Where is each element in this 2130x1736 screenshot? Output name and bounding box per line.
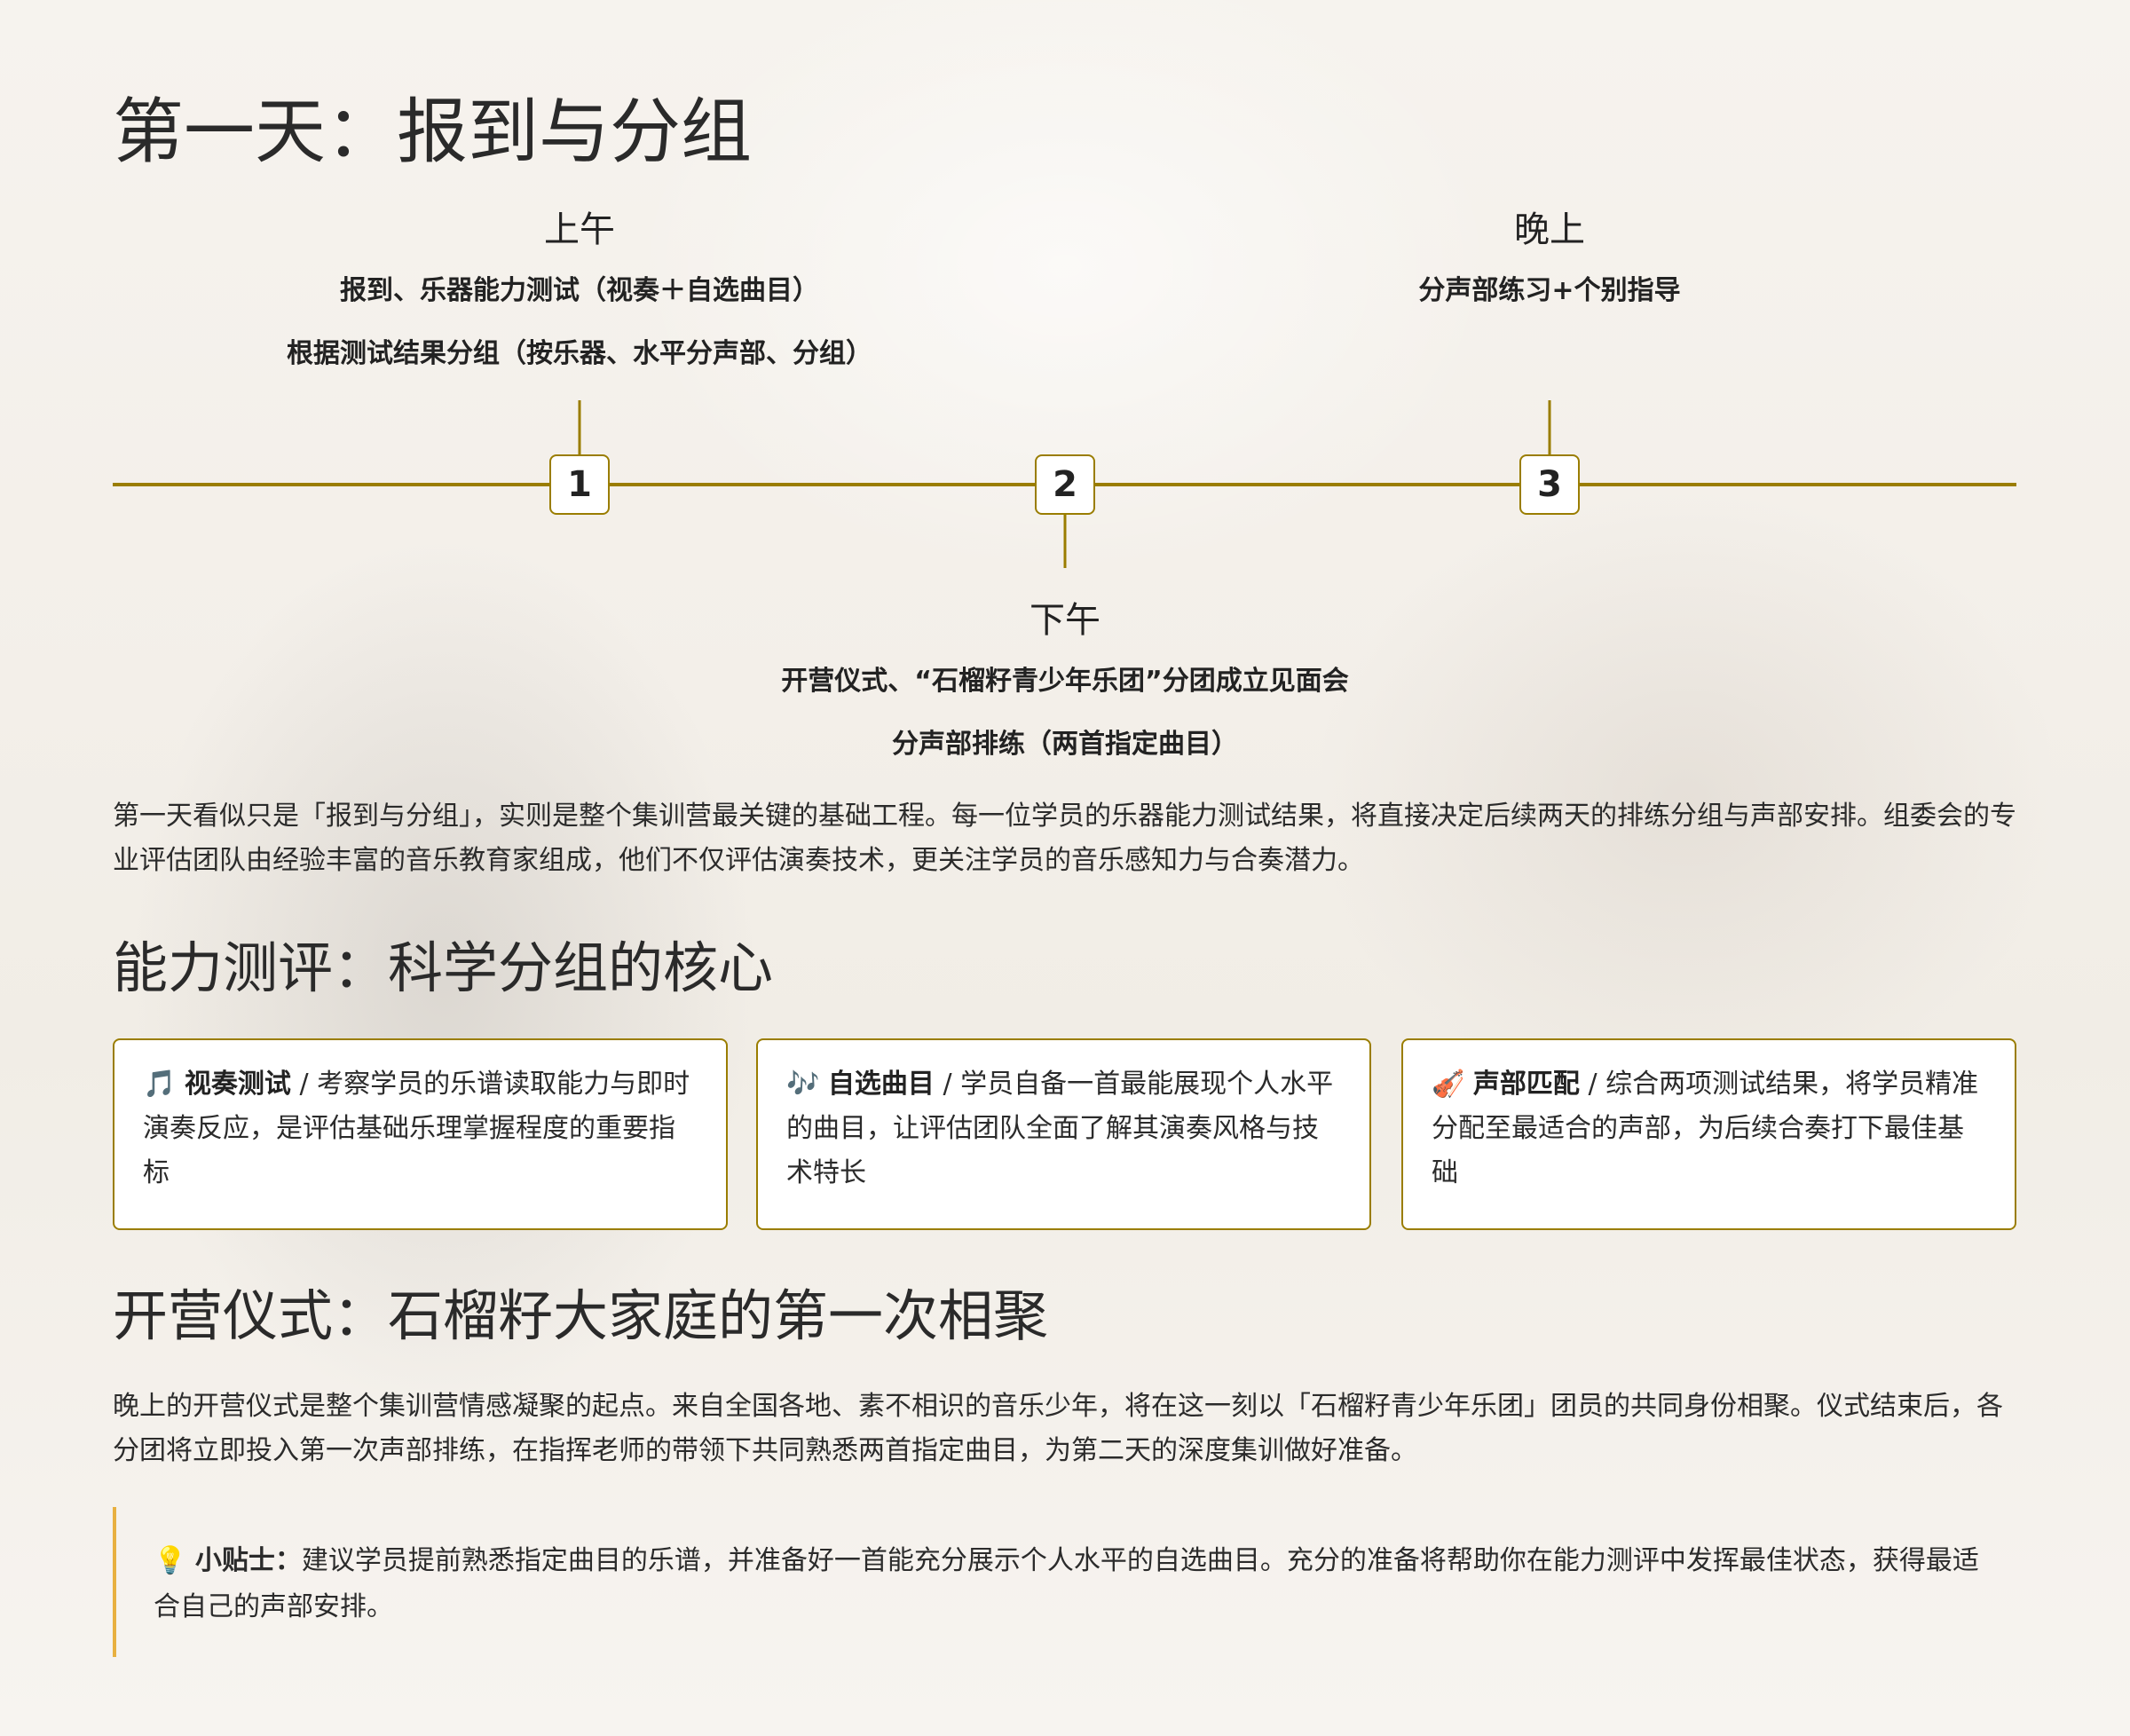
tip-label: 小贴士： [194,1545,302,1576]
card-free-choice: 🎶 自选曲目 / 学员自备一首最能展现个人水平的曲目，让评估团队全面了解其演奏风… [756,1038,1371,1230]
separator: / [934,1069,961,1100]
card-title: 自选曲目 [827,1069,935,1100]
section-heading-ceremony: 开营仪式：石榴籽大家庭的第一次相聚 [113,1283,1049,1348]
tip-text: 建议学员提前熟悉指定曲目的乐谱，并准备好一首能充分展示个人水平的自选曲目。充分的… [154,1545,1979,1622]
card-text: 考察学员的乐谱读取能力与即时演奏反应，是评估基础乐理掌握程度的重要指标 [143,1069,690,1188]
timeline-connector [1063,515,1067,568]
timeline-connector [578,400,581,455]
timeline-item: 报到、乐器能力测试（视奏＋自选曲目） [340,275,819,306]
timeline-marker-3: 3 [1519,454,1580,515]
timeline-item: 根据测试结果分组（按乐器、水平分声部、分组） [287,338,872,369]
timeline-period-evening: 晚上 [1514,209,1585,250]
timeline-period-afternoon: 下午 [1030,600,1100,641]
card-text: 综合两项测试结果，将学员精准分配至最适合的声部，为后续合奏打下最佳基础 [1432,1069,1979,1188]
timeline-item: 分声部排练（两首指定曲目） [892,729,1238,760]
ceremony-paragraph: 晚上的开营仪式是整个集训营情感凝聚的起点。来自全国各地、素不相识的音乐少年，将在… [113,1391,2003,1466]
music-notes-icon: 🎶 [786,1069,820,1100]
timeline-marker-2: 2 [1035,454,1095,515]
timeline-connector [1548,400,1551,455]
card-sight-reading: 🎵 视奏测试 / 考察学员的乐谱读取能力与即时演奏反应，是评估基础乐理掌握程度的… [113,1038,728,1230]
card-text: 学员自备一首最能展现个人水平的曲目，让评估团队全面了解其演奏风格与技术特长 [786,1069,1334,1188]
card-title: 声部匹配 [1472,1069,1580,1100]
separator: / [290,1069,318,1100]
music-note-icon: 🎵 [143,1069,177,1100]
timeline-item: 分声部练习+个别指导 [1418,275,1681,306]
intro-paragraph: 第一天看似只是「报到与分组」，实则是整个集训营最关键的基础工程。每一位学员的乐器… [113,801,2016,876]
timeline-item: 开营仪式、“石榴籽青少年乐团”分团成立见面会 [781,666,1349,697]
section-heading-assessment: 能力测评：科学分组的核心 [113,935,774,1000]
timeline-marker-1: 1 [549,454,610,515]
card-title: 视奏测试 [184,1069,291,1100]
separator: / [1579,1069,1606,1100]
violin-icon: 🎻 [1432,1069,1465,1100]
tip-box: 💡 小贴士：建议学员提前熟悉指定曲目的乐谱，并准备好一首能充分展示个人水平的自选… [113,1507,2016,1657]
lightbulb-icon: 💡 [154,1545,187,1576]
page-title: 第一天：报到与分组 [113,91,752,173]
card-voice-matching: 🎻 声部匹配 / 综合两项测试结果，将学员精准分配至最适合的声部，为后续合奏打下… [1401,1038,2016,1230]
timeline-period-morning: 上午 [544,209,615,250]
